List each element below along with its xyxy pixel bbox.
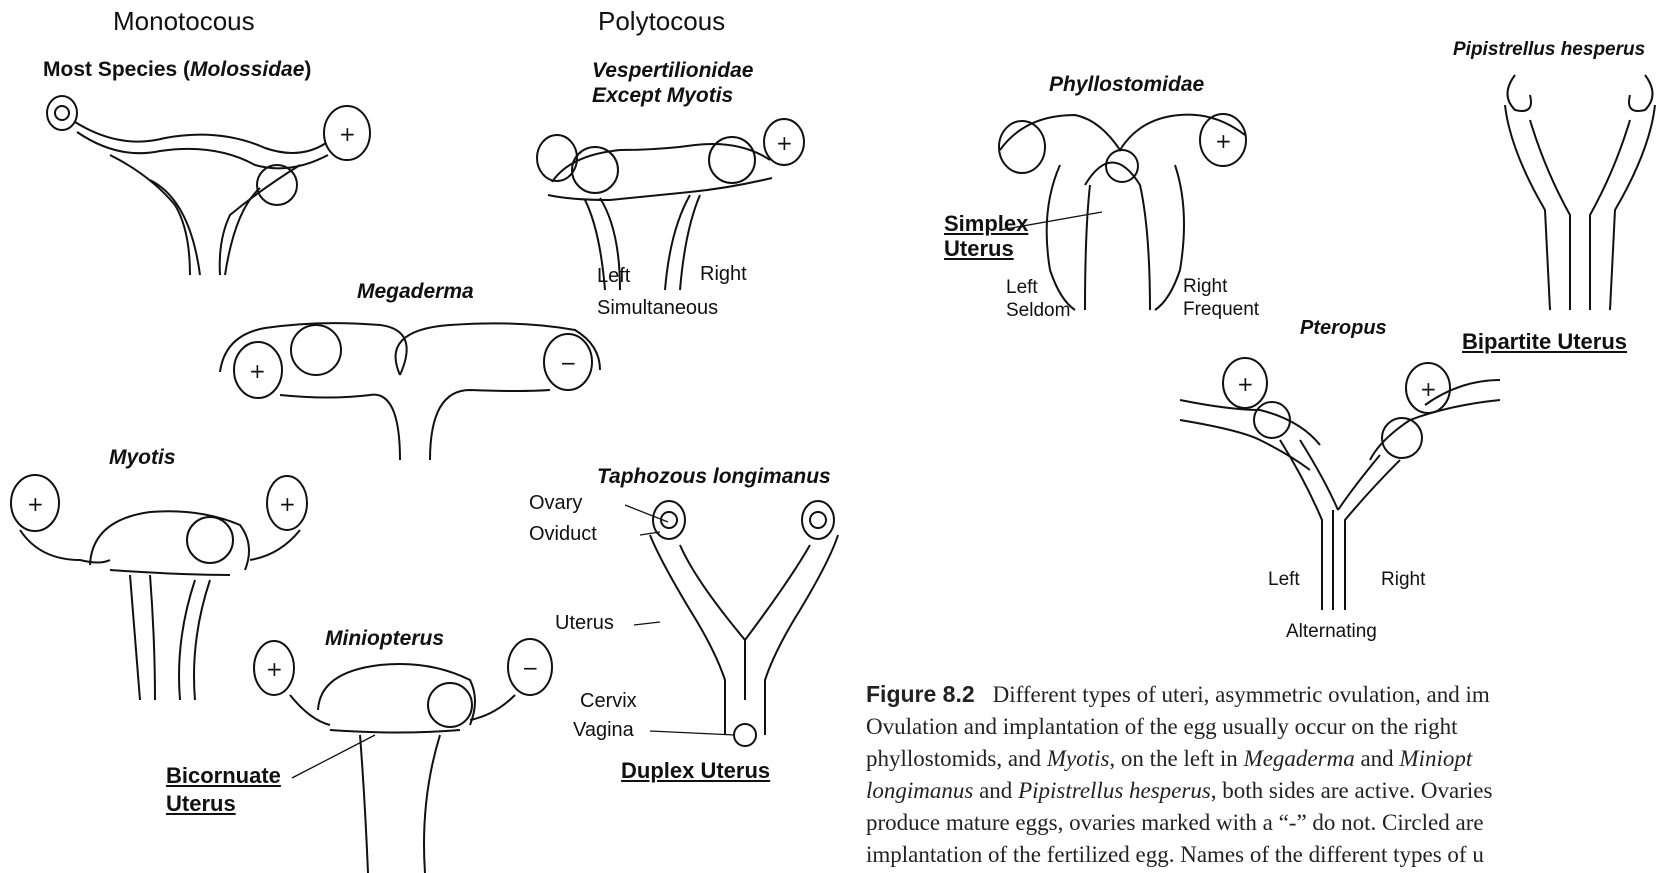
bipartite-label: Bipartite Uterus — [1462, 330, 1627, 353]
caption-3d: Megaderma — [1244, 746, 1355, 771]
caption-line-6: implantation of the fertilized egg. Name… — [866, 839, 1659, 871]
myotis-label: Myotis — [109, 447, 176, 469]
ovary-label: Ovary — [529, 493, 582, 514]
phyl-right-label: Right — [1183, 277, 1227, 297]
caption-4b: and — [973, 778, 1018, 803]
caption-line-1: Figure 8.2 Different types of uteri, asym… — [866, 678, 1659, 711]
plus-mark: + — [1237, 372, 1254, 396]
pter-left-label: Left — [1268, 570, 1300, 590]
pteropus-uterus: + + — [1180, 358, 1500, 610]
duplex-label: Duplex Uterus — [621, 759, 770, 782]
pter-right-label: Right — [1381, 570, 1425, 590]
megaderma-label: Megaderma — [357, 281, 474, 303]
plus-mark: + — [27, 492, 44, 516]
vespertilionidae-label: Vespertilionidae — [592, 60, 753, 82]
taphozous-label: Taphozous longimanus — [597, 466, 831, 488]
plus-mark: + — [279, 492, 296, 516]
caption-4c: Pipistrellus hesperus — [1018, 778, 1211, 803]
vagina-label: Vagina — [573, 720, 634, 741]
pipistrellus-label: Pipistrellus hesperus — [1453, 40, 1645, 60]
plus-mark: + — [1420, 377, 1437, 401]
monotocous-header: Monotocous — [113, 8, 255, 35]
miniopterus-uterus: + − — [254, 639, 552, 873]
caption-line-2: Ovulation and implantation of the egg us… — [866, 711, 1659, 743]
simplex-label-1: Simplex — [944, 212, 1028, 235]
except-myotis-label: Except Myotis — [592, 85, 733, 107]
phyl-frequent-label: Frequent — [1183, 300, 1259, 320]
caption-text-1: Different types of uteri, asymmetric ovu… — [993, 682, 1490, 707]
phyl-seldom-label: Seldom — [1006, 301, 1070, 321]
myotis-uterus: + + — [11, 475, 307, 700]
caption-3b: Myotis — [1047, 746, 1110, 771]
bicornuate-label-1: Bicornuate — [166, 764, 281, 787]
close-paren: ) — [304, 58, 311, 81]
miniopterus-label: Miniopterus — [325, 628, 444, 650]
oviduct-label: Oviduct — [529, 524, 597, 545]
figure-caption: Figure 8.2 Different types of uteri, asym… — [866, 678, 1659, 871]
caption-3e: and — [1355, 746, 1400, 771]
polytocous-header: Polytocous — [598, 8, 725, 35]
plus-mark: + — [266, 657, 283, 681]
vesp-right-label: Right — [700, 264, 747, 285]
caption-4d: , both sides are active. Ovaries — [1211, 778, 1493, 803]
most-species-label: Most Species (Molossidae) — [43, 59, 311, 81]
caption-line-3: phyllostomids, and Myotis, on the left i… — [866, 743, 1659, 775]
cervix-label: Cervix — [580, 691, 637, 712]
vesp-simultaneous-label: Simultaneous — [597, 298, 718, 319]
uterus-label: Uterus — [555, 613, 614, 634]
minus-mark: − — [560, 351, 577, 375]
most-species-text: Most Species ( — [43, 58, 190, 81]
plus-mark: + — [1215, 129, 1232, 153]
caption-line-4: longimanus and Pipistrellus hesperus, bo… — [866, 775, 1659, 807]
phyllostomidae-label: Phyllostomidae — [1049, 74, 1204, 96]
megaderma-uterus: + − — [220, 323, 600, 460]
plus-mark: + — [339, 122, 356, 146]
figure-number: Figure 8.2 — [866, 681, 975, 707]
vespertilionidae-uterus: + — [537, 119, 804, 290]
caption-3f: Miniopt — [1399, 746, 1472, 771]
minus-mark: − — [522, 656, 539, 680]
pteropus-label: Pteropus — [1300, 318, 1387, 339]
pipistrellus-uterus — [1505, 75, 1655, 310]
caption-3c: , on the left in — [1109, 746, 1243, 771]
bicornuate-label-2: Uterus — [166, 792, 236, 815]
molossidae-uterus: + — [47, 96, 370, 275]
plus-mark: + — [776, 131, 793, 155]
pter-alternating-label: Alternating — [1286, 622, 1377, 642]
molossidae-text: Molossidae — [190, 58, 304, 81]
caption-3a: phyllostomids, and — [866, 746, 1047, 771]
caption-4a: longimanus — [866, 778, 973, 803]
caption-line-5: produce mature eggs, ovaries marked with… — [866, 807, 1659, 839]
simplex-label-2: Uterus — [944, 237, 1014, 260]
taphozous-uterus — [650, 501, 838, 746]
plus-mark: + — [249, 359, 266, 383]
vesp-left-label: Left — [597, 266, 630, 287]
phyl-left-label: Left — [1006, 278, 1038, 298]
